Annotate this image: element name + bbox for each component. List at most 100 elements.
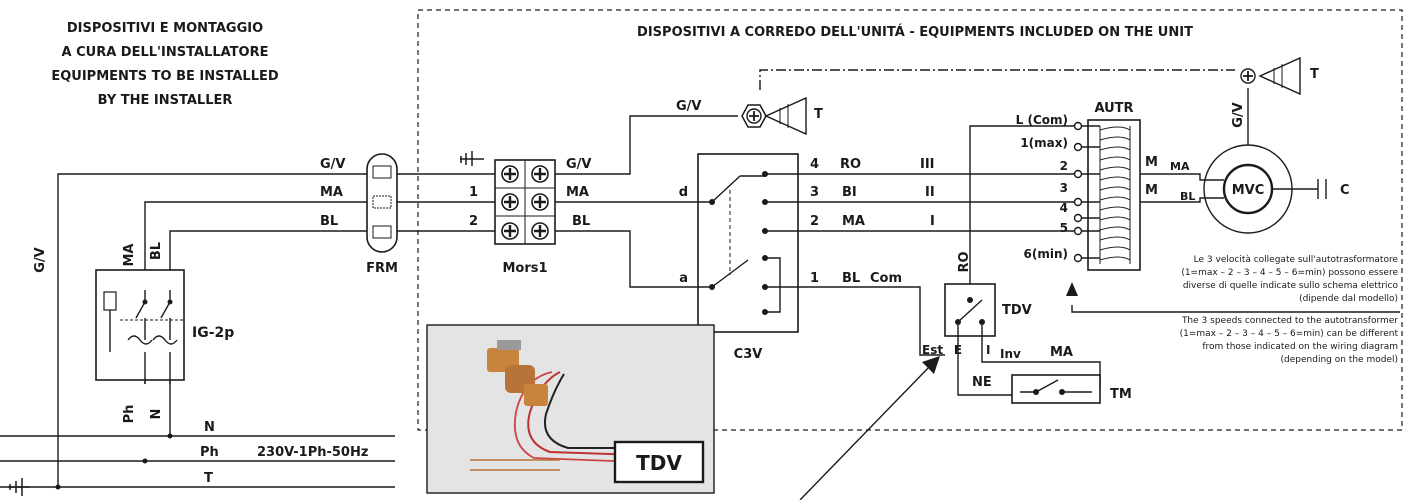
ig2p-wire-label-n: N [149,409,164,420]
c3v-terminal-3: 3 [810,185,819,200]
wire-label-bl: BL [320,214,338,229]
autr-tap-6-min: 6(min) [1024,247,1068,261]
autr-autotransformer [1073,119,1141,271]
motor-terminal-m-2: M [1145,183,1158,198]
note-line-6: (1=max – 2 – 3 – 4 – 5 – 6=min) can be d… [1180,329,1399,339]
photo-pointer-line [799,363,933,500]
note-line-8: (depending on the model) [1281,355,1398,365]
note-line-1: Le 3 velocità collegate sull'autotrasfor… [1194,255,1399,265]
speed-label-iii: III [920,157,935,172]
installer-heading: DISPOSITIVI E MONTAGGIO A CURA DELL'INST… [51,21,279,108]
mors1-out-label-gv: G/V [566,157,591,172]
wire-gv-to-earth [555,115,738,175]
autr-tap-1: 1(max) [1020,136,1068,150]
c3v-terminal-2: 2 [810,214,819,229]
mors1-out-label-ma: MA [566,185,589,200]
supply-label-t: T [204,471,213,486]
c3v-out-label-ma: MA [842,214,865,229]
frm-ferrite [366,153,398,253]
earth-symbol-mors1 [460,151,484,166]
wire-ne-to-tm [957,336,1012,396]
photo-pointer-arrowhead [922,356,940,374]
note-pointer-arrowhead [1066,282,1078,296]
wire-label-ma: MA [320,185,343,200]
wire-gv-main [57,173,385,487]
note-line-3: diverse di quelle indicate sullo schema … [1183,281,1399,291]
note-line-7: from those indicated on the wiring diagr… [1202,342,1398,352]
c3v-terminal-1: 1 [810,271,819,286]
autr-tap-3: 3 [1060,181,1068,195]
autr-label: AUTR [1094,101,1133,116]
tdv-wire-label-est: Est [922,343,943,357]
note-line-5: The 3 speeds connected to the autotransf… [1181,316,1398,326]
tdv-photo-label: TDV [636,451,682,475]
autr-tap-l-com: L (Com) [1016,113,1068,127]
autr-tap-2: 2 [1060,159,1068,173]
tm-label: TM [1110,387,1132,402]
c3v-out-label-bi: BI [842,185,857,200]
supply-voltage-label: 230V-1Ph-50Hz [257,445,368,460]
wire-label-gv: G/V [320,157,345,172]
c3v-terminal-4: 4 [810,157,819,172]
capacitor-label: C [1340,183,1350,198]
note-pointer-line [1071,305,1400,313]
tdv-label: TDV [1002,303,1032,318]
mors1-terminal-1: 1 [469,185,478,200]
tm-thermostat [1011,374,1101,404]
mors1-out-label-bl: BL [572,214,590,229]
installer-title-line-2: A CURA DELL'INSTALLATORE [62,45,269,60]
c3v-out-label-bl: BL [842,271,860,286]
installer-title-line-1: DISPOSITIVI E MONTAGGIO [67,21,263,36]
wire-bl-to-c3v-a [555,230,698,288]
wire-l-com-to-tdv [969,125,1075,330]
speed-label-i: I [930,214,935,229]
supply-label-ph: Ph [200,445,219,460]
supply-label-n: N [204,420,215,435]
earth-label-1: T [814,107,823,122]
earth-terminal-1 [741,96,807,136]
tdv-photo-label-box [613,440,705,484]
unit-title: DISPOSITIVI A CORREDO DELL'UNITÁ - EQUIP… [637,24,1193,40]
earth-wire-label-gv: G/V [676,99,701,114]
c3v-terminal-d: d [679,185,688,200]
motor-wire-label-ma: MA [1170,160,1190,173]
speed-note: Le 3 velocità collegate sull'autotrasfor… [1180,255,1399,365]
ig2p-wire-label-ph: Ph [122,405,137,424]
tdv-switch [944,283,996,337]
c3v-terminal-a: a [679,271,688,286]
c3v-label: C3V [734,347,763,362]
wire-label-ne: NE [972,375,992,390]
wire-frm-to-mors1 [397,173,495,232]
wire-label-inv: Inv [1000,347,1021,361]
frm-label: FRM [366,261,398,276]
c3v-out-label-ro: RO [840,157,861,172]
earth-terminal-2 [1240,56,1301,96]
wire-label-ma-tm: MA [1050,345,1073,360]
installer-title-line-3: EQUIPMENTS TO BE INSTALLED [51,69,279,84]
tdv-terminal-i: I [986,343,990,357]
wire-bl-com [798,286,945,356]
ig2p-label: IG-2p [192,325,234,341]
earth-link-line [759,69,1235,90]
mors1-terminal-2: 2 [469,214,478,229]
mvc-motor [1140,144,1327,234]
wire-label-ro-vertical: RO [957,251,972,272]
wire-label-bl-vertical: BL [149,242,164,260]
earth-label-2: T [1310,67,1319,82]
motor-terminal-m-1: M [1145,155,1158,170]
earth-symbol-supply [8,478,30,496]
c3v-out-label-com: Com [870,271,902,286]
mvc-label: MVC [1232,183,1265,198]
installer-title-line-4: BY THE INSTALLER [98,93,233,108]
speed-label-ii: II [925,185,935,200]
motor-earth-wire-label: G/V [1231,102,1246,127]
motor-wire-label-bl: BL [1180,190,1195,203]
wire-label-gv-vertical: G/V [33,247,48,272]
note-line-4: (dipende dal modello) [1299,294,1398,304]
wire-label-ma-vertical: MA [122,244,137,267]
ig2p-switch [95,269,185,384]
autr-tap-4: 4 [1060,201,1068,215]
mors1-terminal-block [494,159,556,245]
mors1-label: Mors1 [502,261,547,276]
